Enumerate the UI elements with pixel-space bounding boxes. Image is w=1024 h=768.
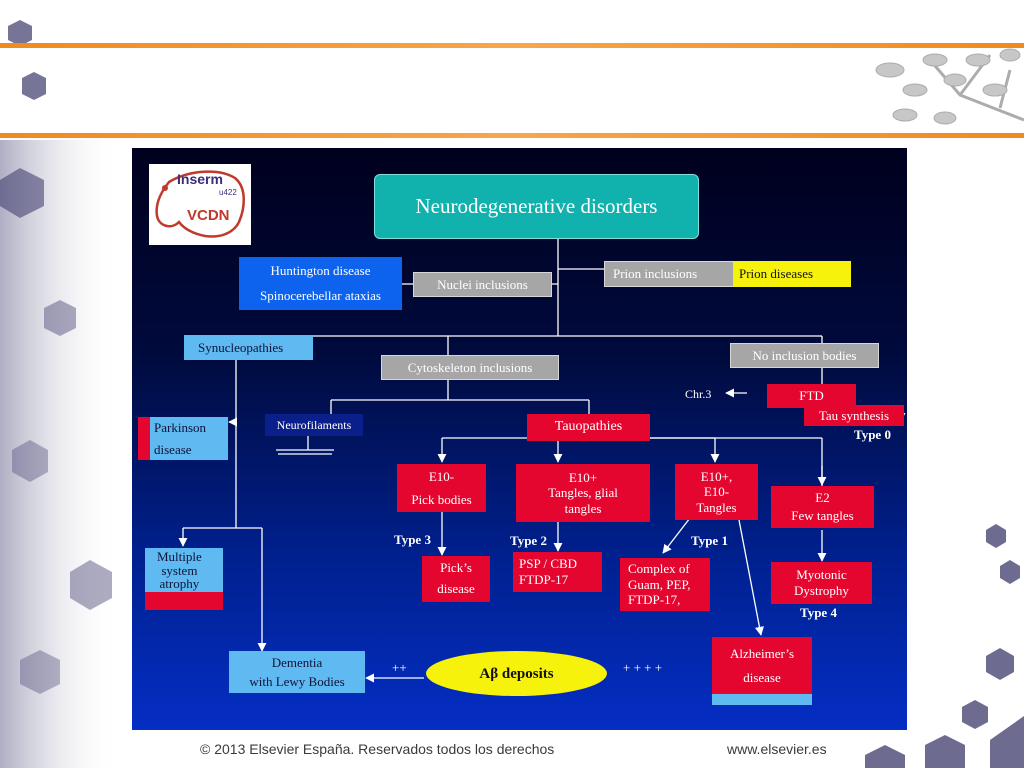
node-huntington: Huntington disease Spinocerebellar ataxi… xyxy=(239,257,402,310)
label-type0: Type 0 xyxy=(854,427,891,442)
footer-copyright: © 2013 Elsevier España. Reservados todos… xyxy=(200,741,555,757)
node-e10-plus: E10+ Tangles, glial tangles xyxy=(516,464,650,522)
node-tauopathies: Tauopathies xyxy=(527,414,650,441)
label-plus-four: + + + + xyxy=(623,660,663,675)
accent-line-bottom xyxy=(0,133,1024,138)
label-type1: Type 1 xyxy=(691,533,728,548)
node-parkinson: Parkinson disease xyxy=(138,417,228,460)
node-synucleopathies: Synucleopathies xyxy=(184,336,313,360)
tree-decoration-icon xyxy=(875,48,1024,125)
node-prion-diseases: Prion diseases xyxy=(733,261,851,287)
node-abeta-deposits: Aβ deposits xyxy=(426,651,607,696)
logo-line3: VCDN xyxy=(187,207,230,224)
node-nuclei-inclusions: Nuclei inclusions xyxy=(413,272,552,297)
logo-line2: u422 xyxy=(219,188,237,197)
node-alzheimers-disease: Alzheimer’s disease xyxy=(712,637,812,705)
node-e10-plus-minus: E10+, E10- Tangles xyxy=(675,464,758,520)
label-type4: Type 4 xyxy=(800,605,837,620)
label-type3: Type 3 xyxy=(394,532,431,547)
node-psp-cbd: PSP / CBD FTDP-17 xyxy=(513,552,602,592)
label-chr3: Chr.3 xyxy=(685,387,712,401)
label-plus-two: ++ xyxy=(392,660,407,675)
inserm-logo: Inserm u422 VCDN xyxy=(149,164,251,245)
label-type2: Type 2 xyxy=(510,533,547,548)
inserm-logo-icon xyxy=(155,170,245,238)
node-e10-minus: E10- Pick bodies xyxy=(397,464,486,512)
hexagon-decoration-left xyxy=(0,20,112,694)
node-no-inclusion-bodies: No inclusion bodies xyxy=(730,343,879,368)
node-complex-of-guam: Complex of Guam, PEP, FTDP-17, xyxy=(620,558,710,611)
node-picks-disease: Pick’s disease xyxy=(422,556,490,602)
node-neurofilaments: Neurofilaments xyxy=(265,414,363,436)
logo-line1: Inserm xyxy=(177,171,223,187)
diagram-panel: Inserm u422 VCDN Neurodegenerative disor… xyxy=(132,148,907,730)
node-myotonic-dystrophy: Myotonic Dystrophy xyxy=(771,562,872,604)
hexagon-decoration-right xyxy=(865,524,1024,768)
node-ftd: FTD xyxy=(767,384,856,408)
diagram-title: Neurodegenerative disorders xyxy=(374,174,699,239)
node-cytoskeleton-inclusions: Cytoskeleton inclusions xyxy=(381,355,559,380)
node-tau-synthesis: Tau synthesis xyxy=(804,405,904,426)
node-e2: E2 Few tangles xyxy=(771,486,874,528)
node-prion-inclusions: Prion inclusions xyxy=(604,261,734,287)
node-multiple-system-atrophy: Multiple system atrophy xyxy=(145,548,223,610)
footer-url: www.elsevier.es xyxy=(727,741,827,757)
node-dementia-lewy-bodies: Dementia with Lewy Bodies xyxy=(229,651,365,693)
accent-line-top xyxy=(0,43,1024,48)
